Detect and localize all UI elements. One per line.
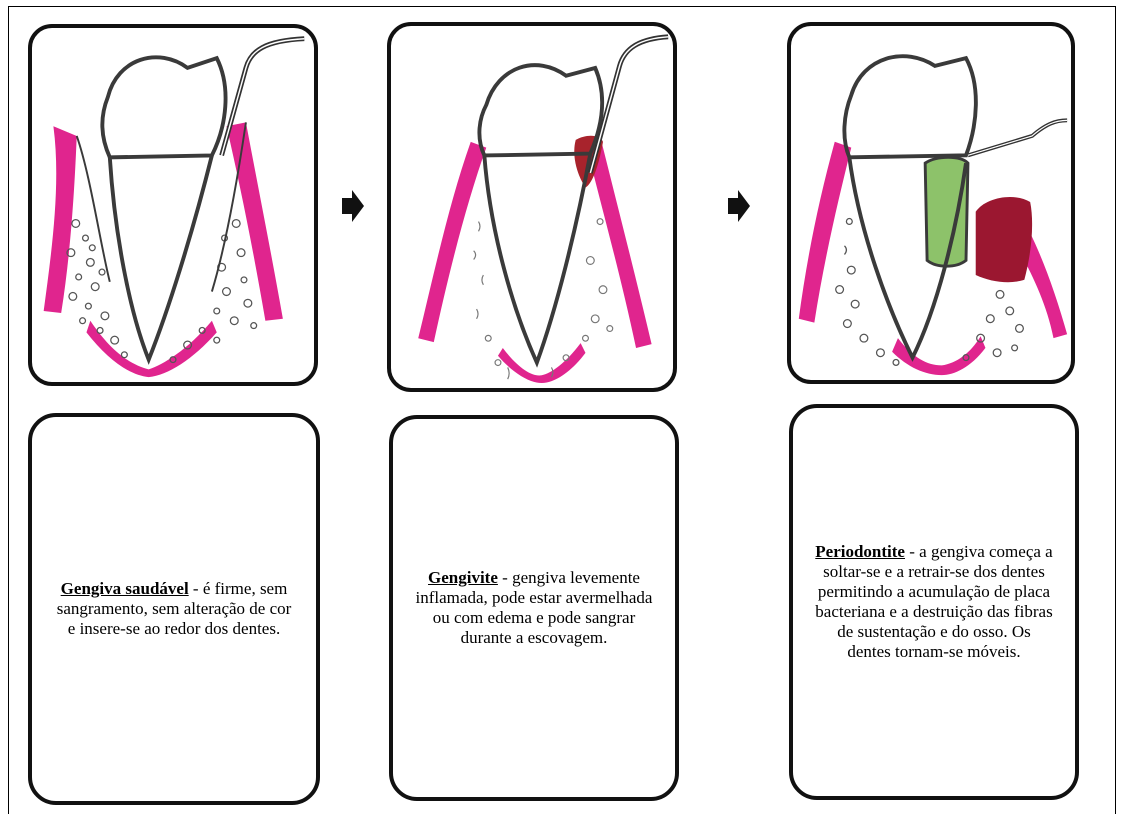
bone-right [170,220,257,363]
tooth-healthy-drawing [32,28,314,382]
bone-dots [474,219,613,379]
healthy-gum-illustration [28,24,318,386]
gingivitis-term: Gengivite [428,568,498,587]
tooth-gingivitis-drawing [391,26,673,388]
gingivitis-description: Gengivite - gengiva levemente inflamada,… [415,568,653,648]
gum-right [226,122,282,320]
healthy-gum-description: Gengiva saudável - é firme, sem sangrame… [54,579,294,639]
healthy-gum-term: Gengiva saudável [61,579,189,598]
periodontitis-illustration [787,22,1075,384]
tooth-root [484,154,590,363]
inflamed-gum-tissue [976,197,1032,282]
gingivitis-description-box: Gengivite - gengiva levemente inflamada,… [389,415,679,801]
gum-left [44,126,77,313]
gum-left [418,142,486,342]
healthy-gum-description-box: Gengiva saudável - é firme, sem sangrame… [28,413,320,805]
tooth-periodontitis-drawing [791,26,1071,380]
tooth-crown [102,57,225,157]
tooth-root [110,155,212,359]
periodontal-probe [968,120,1067,155]
periodontitis-description-box: Periodontite - a gengiva começa a soltar… [789,404,1079,800]
periodontitis-description: Periodontite - a gengiva começa a soltar… [815,542,1053,662]
periodontitis-term: Periodontite [815,542,905,561]
gum-left [799,142,852,323]
right-arrow-icon [728,190,750,222]
tooth-crown [844,56,975,157]
gingivitis-illustration [387,22,677,392]
right-arrow-icon [342,190,364,222]
plaque [925,157,968,266]
